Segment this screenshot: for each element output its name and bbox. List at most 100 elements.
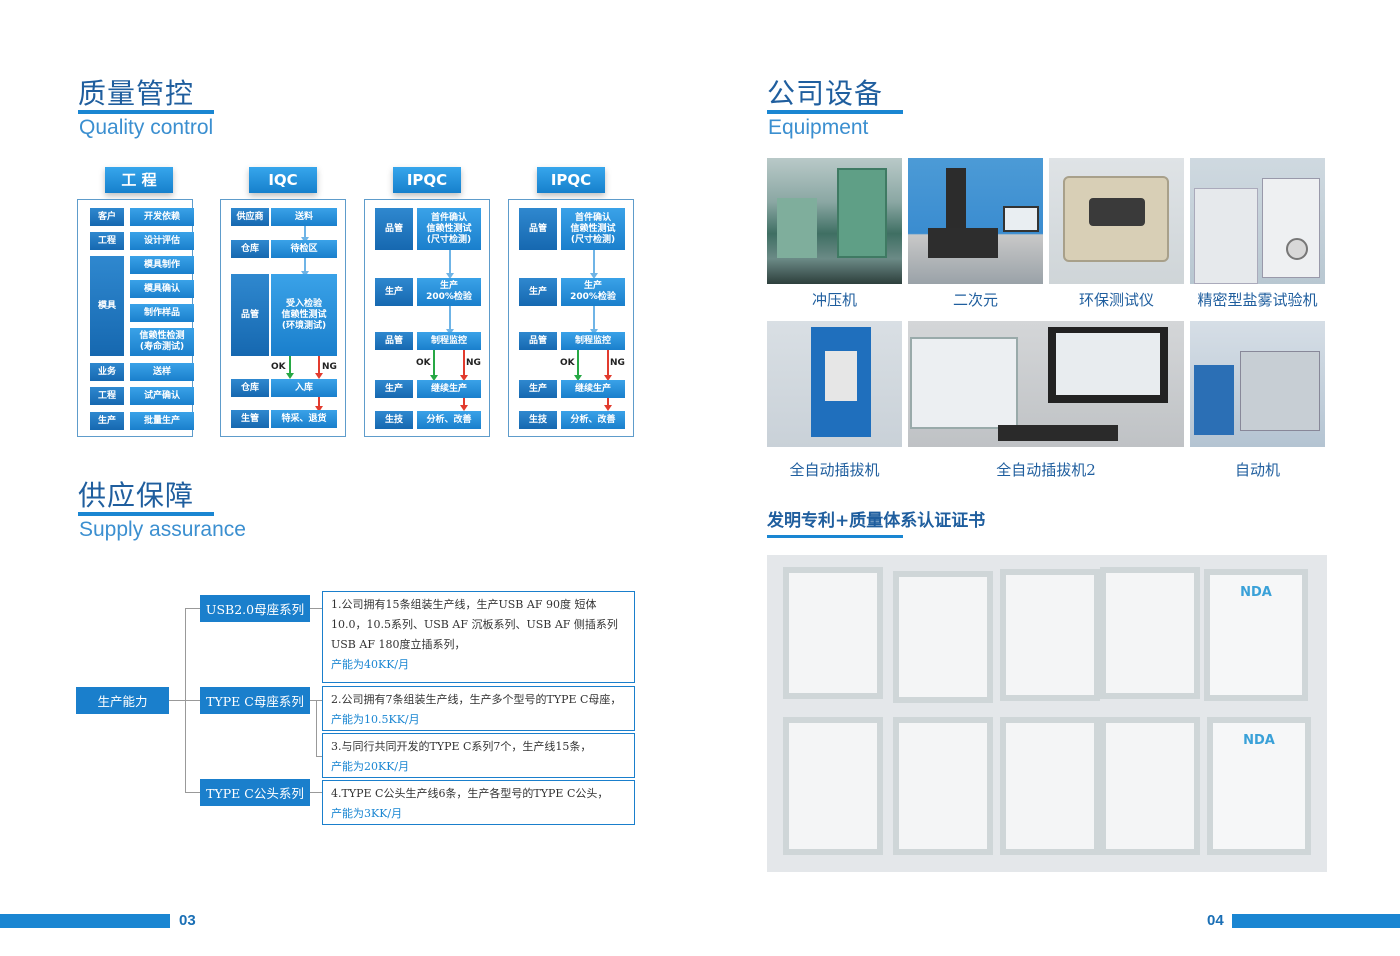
flow-role-label: 生管 <box>231 410 269 428</box>
flow-role-label: 仓库 <box>231 379 269 397</box>
certificates-title-underline <box>767 535 903 538</box>
flow-role-label: 仓库 <box>231 240 269 258</box>
flow-arrow <box>301 226 309 243</box>
equipment-caption: 环保测试仪 <box>1078 291 1154 309</box>
tree-connector <box>316 700 317 756</box>
cert-frame <box>1000 717 1100 855</box>
flow-role-label: 生技 <box>519 411 557 429</box>
flow-ipqc-2: IPQC 品管 首件确认 信赖性测试 (尺寸检测) 生产 生产 200%检验 品… <box>508 167 634 437</box>
ng-label: NG <box>322 362 337 372</box>
cert-frame <box>1100 717 1200 855</box>
supply-item: 4.TYPE C公头生产线6条，生产各型号的TYPE C公头， 产能为3KK/月 <box>322 780 635 825</box>
nda-logo: NDA <box>1243 733 1275 748</box>
machine-shape <box>1286 238 1308 260</box>
equipment-caption: 全自动插拔机 <box>789 461 880 479</box>
flow-engineering: 工 程 客户 开发依赖 工程 设计评估 模具 模具制作 模具确认 制作样品 信赖… <box>77 167 194 437</box>
tree-connector <box>310 792 322 793</box>
equipment-caption: 二次元 <box>952 291 998 309</box>
supply-item-text: 3.与同行共同开发的TYPE C系列7个，生产线15条， <box>331 740 592 753</box>
machine-shape <box>998 425 1118 441</box>
flow-step: 生产 200%检验 <box>561 278 625 306</box>
flow-role-label: 供应商 <box>231 208 269 226</box>
equipment-caption: 冲压机 <box>811 291 857 309</box>
ok-arrow <box>430 350 438 381</box>
flow-arrow <box>446 250 454 279</box>
flow-engineering-panel: 客户 开发依赖 工程 设计评估 模具 模具制作 模具确认 制作样品 信赖性检测 … <box>77 199 194 437</box>
flow-role-label: 客户 <box>90 208 124 226</box>
cert-frame: NDA <box>1207 717 1311 855</box>
ng-label: NG <box>466 358 481 368</box>
flow-role-label: 生产 <box>519 278 557 306</box>
flow-step: 继续生产 <box>561 380 625 398</box>
equipment-caption: 自动机 <box>1234 461 1280 479</box>
supply-item-text: 4.TYPE C公头生产线6条，生产各型号的TYPE C公头， <box>331 787 609 800</box>
cert-frame: NDA <box>1204 569 1308 701</box>
ok-arrow <box>286 356 294 379</box>
tree-connector <box>310 608 322 609</box>
flow-ipqc-header: IPQC <box>393 167 461 193</box>
flow-step: 分析、改善 <box>561 411 625 429</box>
ng-arrow <box>315 397 323 412</box>
flow-step: 制程监控 <box>417 332 481 350</box>
page-number-right: 04 <box>1207 912 1224 929</box>
flow-step: 信赖性检测 (寿命测试) <box>130 328 194 356</box>
supply-title-en: Supply assurance <box>79 518 246 541</box>
ok-arrow <box>574 350 582 381</box>
flow-role-label: 工程 <box>90 232 124 250</box>
flow-role-label: 品管 <box>519 332 557 350</box>
ok-label: OK <box>271 362 286 372</box>
quality-title-en: Quality control <box>79 116 214 139</box>
cert-frame <box>783 717 883 855</box>
photo-auto-plug-tester-2 <box>908 321 1184 447</box>
supply-item-capacity: 产能为10.5KK/月 <box>331 713 420 726</box>
flow-step: 送料 <box>271 208 337 226</box>
flow-arrow <box>590 250 598 279</box>
supply-item-text: 2.公司拥有7条组装生产线，生产多个型号的TYPE C母座， <box>331 693 622 706</box>
cert-frame <box>893 571 993 703</box>
machine-shape <box>946 168 966 228</box>
flow-step: 首件确认 信赖性测试 (尺寸检测) <box>417 208 481 250</box>
certificates-photo: NDA NDA <box>767 555 1327 872</box>
flow-step: 入库 <box>271 379 337 397</box>
equipment-caption: 全自动插拔机2 <box>996 461 1096 479</box>
flow-step: 模具制作 <box>130 256 194 274</box>
flow-step: 送样 <box>130 363 194 381</box>
flow-role-label: 模具 <box>90 256 124 356</box>
flow-ipqc-header: IPQC <box>537 167 605 193</box>
flow-iqc-panel: 供应商 送料 仓库 待检区 品管 受入检验 信赖性测试 (环境测试) OK NG… <box>220 199 346 437</box>
flow-step: 批量生产 <box>130 412 194 430</box>
machine-shape <box>910 337 1018 429</box>
equipment-title-cn: 公司设备 <box>767 77 884 110</box>
photo-automatic-machine <box>1190 321 1325 447</box>
ng-arrow <box>604 398 612 411</box>
supply-series-label: TYPE C母座系列 <box>200 687 310 714</box>
ng-arrow <box>315 356 323 379</box>
ok-label: OK <box>416 358 431 368</box>
flow-ipqc-1: IPQC 品管 首件确认 信赖性测试 (尺寸检测) 生产 生产 200%检验 品… <box>364 167 490 437</box>
flow-role-label: 品管 <box>231 274 269 356</box>
supply-item: 3.与同行共同开发的TYPE C系列7个，生产线15条， 产能为20KK/月 <box>322 733 635 778</box>
machine-shape <box>1194 365 1234 435</box>
supply-item-capacity: 产能为3KK/月 <box>331 807 403 820</box>
supply-title-underline <box>78 512 214 516</box>
cert-frame <box>1000 569 1100 701</box>
certificates-title: 发明专利+质量体系认证证书 <box>767 511 986 531</box>
cert-frame <box>1100 567 1200 699</box>
flow-step: 待检区 <box>271 240 337 258</box>
machine-shape <box>1240 351 1320 431</box>
flow-arrow <box>301 258 309 277</box>
flow-step: 模具确认 <box>130 280 194 298</box>
supply-root-label: 生产能力 <box>76 687 169 714</box>
flow-iqc-header: IQC <box>249 167 317 193</box>
flow-step: 分析、改善 <box>417 411 481 429</box>
flow-step: 继续生产 <box>417 380 481 398</box>
supply-item-text: 1.公司拥有15条组装生产线，生产USB AF 90度 短体10.0，10.5系… <box>331 598 618 651</box>
machine-shape <box>1262 178 1320 278</box>
flow-step: 生产 200%检验 <box>417 278 481 306</box>
flow-role-label: 品管 <box>519 208 557 250</box>
flow-step: 受入检验 信赖性测试 (环境测试) <box>271 274 337 356</box>
quality-title-cn: 质量管控 <box>78 77 195 110</box>
flow-step: 制程监控 <box>561 332 625 350</box>
machine-shape <box>1194 188 1258 284</box>
supply-item: 1.公司拥有15条组装生产线，生产USB AF 90度 短体10.0，10.5系… <box>322 591 635 683</box>
